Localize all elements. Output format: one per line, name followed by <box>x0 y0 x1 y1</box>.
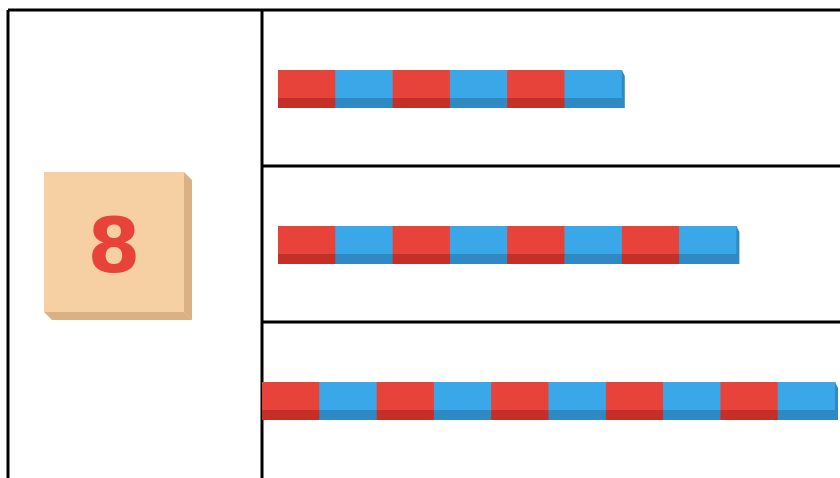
segment-side <box>605 410 664 420</box>
rod-2-segment-3 <box>392 226 451 264</box>
rod-1-segment-1 <box>278 70 336 108</box>
segment-face <box>621 226 680 254</box>
rod-3-segment-3 <box>376 382 435 420</box>
segment-side <box>278 98 336 108</box>
grid-lines <box>6 8 840 478</box>
segment-face <box>548 382 607 410</box>
rod-2-segment-2 <box>335 226 394 264</box>
rod-3-segment-4 <box>433 382 492 420</box>
number-tile: 8 <box>44 172 192 320</box>
rod-3-segment-9 <box>720 382 779 420</box>
segment-side <box>777 410 836 420</box>
rod-2-segment-8 <box>679 226 737 264</box>
rod-2-segment-5 <box>507 226 566 264</box>
rod-3-segment-7 <box>605 382 664 420</box>
segment-side <box>449 98 508 108</box>
segment-side <box>621 254 680 264</box>
segment-face <box>335 70 394 98</box>
segment-side <box>335 98 394 108</box>
segment-side <box>449 254 508 264</box>
rod-end-cap <box>736 226 740 264</box>
segment-face <box>491 382 550 410</box>
segment-face <box>392 226 451 254</box>
segment-face <box>449 70 508 98</box>
rod-3-segment-5 <box>491 382 550 420</box>
segment-side <box>564 98 623 108</box>
segment-face <box>449 226 508 254</box>
rod-2 <box>278 226 740 264</box>
segment-face <box>335 226 394 254</box>
tile-number: 8 <box>88 201 141 290</box>
rod-2-segment-7 <box>621 226 680 264</box>
rod-1 <box>278 70 625 108</box>
segment-face <box>564 226 623 254</box>
rod-3-segment-2 <box>319 382 378 420</box>
segment-side <box>278 254 336 264</box>
segment-face <box>605 382 664 410</box>
rod-1-segment-5 <box>507 70 566 108</box>
segment-side <box>564 254 623 264</box>
segment-side <box>392 254 451 264</box>
segment-face <box>433 382 492 410</box>
segment-face <box>278 70 336 98</box>
rod-2-segment-1 <box>278 226 336 264</box>
rod-3-segment-1 <box>262 382 320 420</box>
segment-side <box>663 410 721 420</box>
segment-face <box>564 70 623 98</box>
rod-1-segment-2 <box>335 70 394 108</box>
segment-face <box>319 382 378 410</box>
segment-side <box>262 410 320 420</box>
segment-side <box>507 254 566 264</box>
segment-face <box>262 382 320 410</box>
rod-end-cap <box>621 70 625 108</box>
segment-face <box>777 382 836 410</box>
segment-side <box>679 254 737 264</box>
segment-side <box>433 410 492 420</box>
rod-2-segment-6 <box>564 226 623 264</box>
rod-3-segment-6 <box>548 382 607 420</box>
segment-face <box>278 226 336 254</box>
rods-group <box>262 70 838 420</box>
segment-side <box>720 410 779 420</box>
rod-3-segment-10 <box>777 382 836 420</box>
segment-side <box>335 254 394 264</box>
segment-side <box>491 410 550 420</box>
segment-face <box>376 382 435 410</box>
segment-side <box>548 410 607 420</box>
segment-side <box>392 98 451 108</box>
tile-face <box>44 172 184 312</box>
rod-3 <box>262 382 838 420</box>
rod-1-segment-6 <box>564 70 623 108</box>
rod-1-segment-3 <box>392 70 451 108</box>
rod-3-segment-8 <box>663 382 721 420</box>
segment-side <box>507 98 566 108</box>
rod-end-cap <box>835 382 838 420</box>
tile-side-right <box>184 172 192 320</box>
segment-side <box>376 410 435 420</box>
segment-face <box>720 382 779 410</box>
segment-face <box>392 70 451 98</box>
segment-face <box>663 382 721 410</box>
rod-2-segment-4 <box>449 226 508 264</box>
segment-face <box>679 226 737 254</box>
segment-side <box>319 410 378 420</box>
segment-face <box>507 226 566 254</box>
tile-side-bottom <box>44 312 192 320</box>
rod-1-segment-4 <box>449 70 508 108</box>
segment-face <box>507 70 566 98</box>
